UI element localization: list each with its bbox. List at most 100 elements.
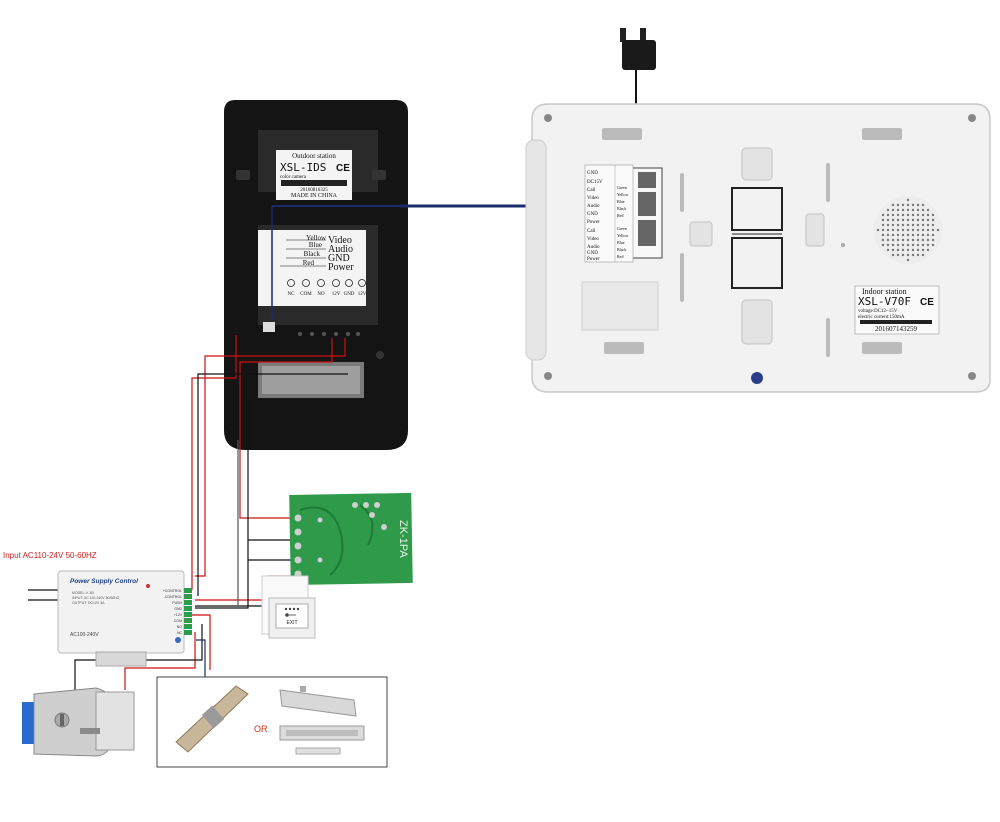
grille-hole: [901, 243, 905, 247]
indoor-serial: 201607143259: [875, 325, 918, 333]
grille-hole: [891, 228, 895, 232]
grille-hole: [916, 208, 920, 212]
grille-hole: [896, 203, 900, 207]
bolt-lock: [279, 686, 357, 717]
grille-hole: [901, 233, 905, 237]
power-supply-line-1: MODEL: K-80: [72, 591, 94, 595]
wire-signal-gnd: GND: [328, 253, 350, 264]
indoor-wire-black-1: Black: [617, 206, 626, 211]
grille-hole: [906, 208, 910, 212]
grille-hole: [901, 203, 905, 207]
grille-hole: [931, 233, 935, 237]
grille-hole: [886, 228, 890, 232]
grille-hole: [886, 248, 890, 252]
grille-hole: [911, 228, 915, 232]
power-supply-voltage: AC100-240V: [70, 632, 99, 638]
grille-hole: [931, 243, 935, 247]
grille-hole: [891, 253, 895, 257]
indoor-ce-mark: CE: [920, 297, 934, 308]
grille-hole: [896, 228, 900, 232]
grille-hole: [906, 198, 910, 202]
power-supply: Power Supply Control MODEL: K-80 INPUT: …: [57, 570, 192, 667]
grille-hole: [886, 213, 890, 217]
wire-color-black: Black: [304, 250, 321, 258]
grille-hole: [911, 253, 915, 257]
grille-hole: [921, 248, 925, 252]
ps-terminal-com: COM: [174, 619, 182, 623]
indoor-wire-green-2: Green: [617, 226, 627, 231]
grille-hole: [906, 203, 910, 207]
grille-hole: [926, 233, 930, 237]
outdoor-terminal-12v-2: 12V: [358, 292, 367, 297]
grille-hole: [881, 213, 885, 217]
outdoor-terminal-12v: 12V: [332, 292, 341, 297]
grille-hole: [891, 223, 895, 227]
grille-hole: [901, 253, 905, 257]
grille-hole: [896, 243, 900, 247]
grille-hole: [906, 213, 910, 217]
outdoor-terminal-gnd: GND: [344, 292, 355, 297]
outdoor-origin: MADE IN CHINA: [291, 193, 338, 199]
grille-hole: [881, 223, 885, 227]
exit-button-label: EXIT: [286, 620, 297, 626]
grille-hole: [906, 243, 910, 247]
grille-hole: [931, 238, 935, 242]
grille-hole: [921, 233, 925, 237]
grille-hole: [916, 248, 920, 252]
indoor-wire-red-2: Red: [617, 254, 623, 259]
outdoor-label-title: Outdoor station: [292, 152, 336, 160]
ps-terminal-gnd: GND: [174, 607, 182, 611]
grille-hole: [906, 253, 910, 257]
indoor-term-audio-2: Audio: [587, 245, 600, 250]
grille-hole: [906, 233, 910, 237]
grille-hole: [901, 238, 905, 242]
grille-hole: [911, 223, 915, 227]
grille-hole: [891, 248, 895, 252]
indoor-term-power-1: Power: [587, 220, 600, 225]
grille-hole: [891, 208, 895, 212]
ps-terminal-no: NO: [177, 625, 183, 629]
indoor-model: XSL-V70F: [858, 295, 911, 308]
grille-hole: [901, 208, 905, 212]
grille-hole: [896, 218, 900, 222]
grille-hole: [921, 203, 925, 207]
grille-hole: [936, 228, 940, 232]
indoor-term-call-2: Call: [587, 229, 596, 234]
indoor-wire-red-1: Red: [617, 213, 623, 218]
outdoor-wire-panel: [258, 230, 366, 272]
indoor-wire-green-1: Green: [617, 185, 627, 190]
ps-terminal-nc: NC: [177, 631, 183, 635]
grille-hole: [886, 223, 890, 227]
grille-hole: [896, 208, 900, 212]
indoor-term-audio-1: Audio: [587, 204, 600, 209]
indoor-term-video-1: Video: [587, 196, 599, 201]
ps-terminal-push: PUSH: [172, 601, 182, 605]
outdoor-barcode: [281, 180, 347, 186]
grille-hole: [896, 223, 900, 227]
grille-hole: [896, 248, 900, 252]
indoor-product-label: [854, 285, 940, 335]
outdoor-product-label: [276, 150, 352, 200]
indoor-wire-yellow-2: Yellow: [617, 233, 628, 238]
grille-hole: [921, 213, 925, 217]
grille-hole: [901, 218, 905, 222]
grille-hole: [931, 223, 935, 227]
grille-hole: [901, 213, 905, 217]
lock-options: OR: [156, 676, 388, 768]
grille-hole: [901, 228, 905, 232]
grille-hole: [916, 218, 920, 222]
power-supply-line-3: OUTPUT: DC12V 3A: [72, 601, 105, 605]
outdoor-terminal-com: COM: [300, 292, 312, 297]
indoor-wire-blue-2: Blue: [617, 240, 625, 245]
grille-hole: [886, 243, 890, 247]
grille-hole: [901, 223, 905, 227]
grille-hole: [916, 238, 920, 242]
indoor-label-title: Indoor station: [862, 287, 907, 296]
grille-hole: [911, 218, 915, 222]
grille-hole: [886, 238, 890, 242]
power-supply-title: Power Supply Control: [70, 578, 138, 585]
wire-color-yellow: Yellow: [306, 234, 327, 242]
grille-hole: [921, 208, 925, 212]
magnetic-lock: [279, 725, 365, 755]
